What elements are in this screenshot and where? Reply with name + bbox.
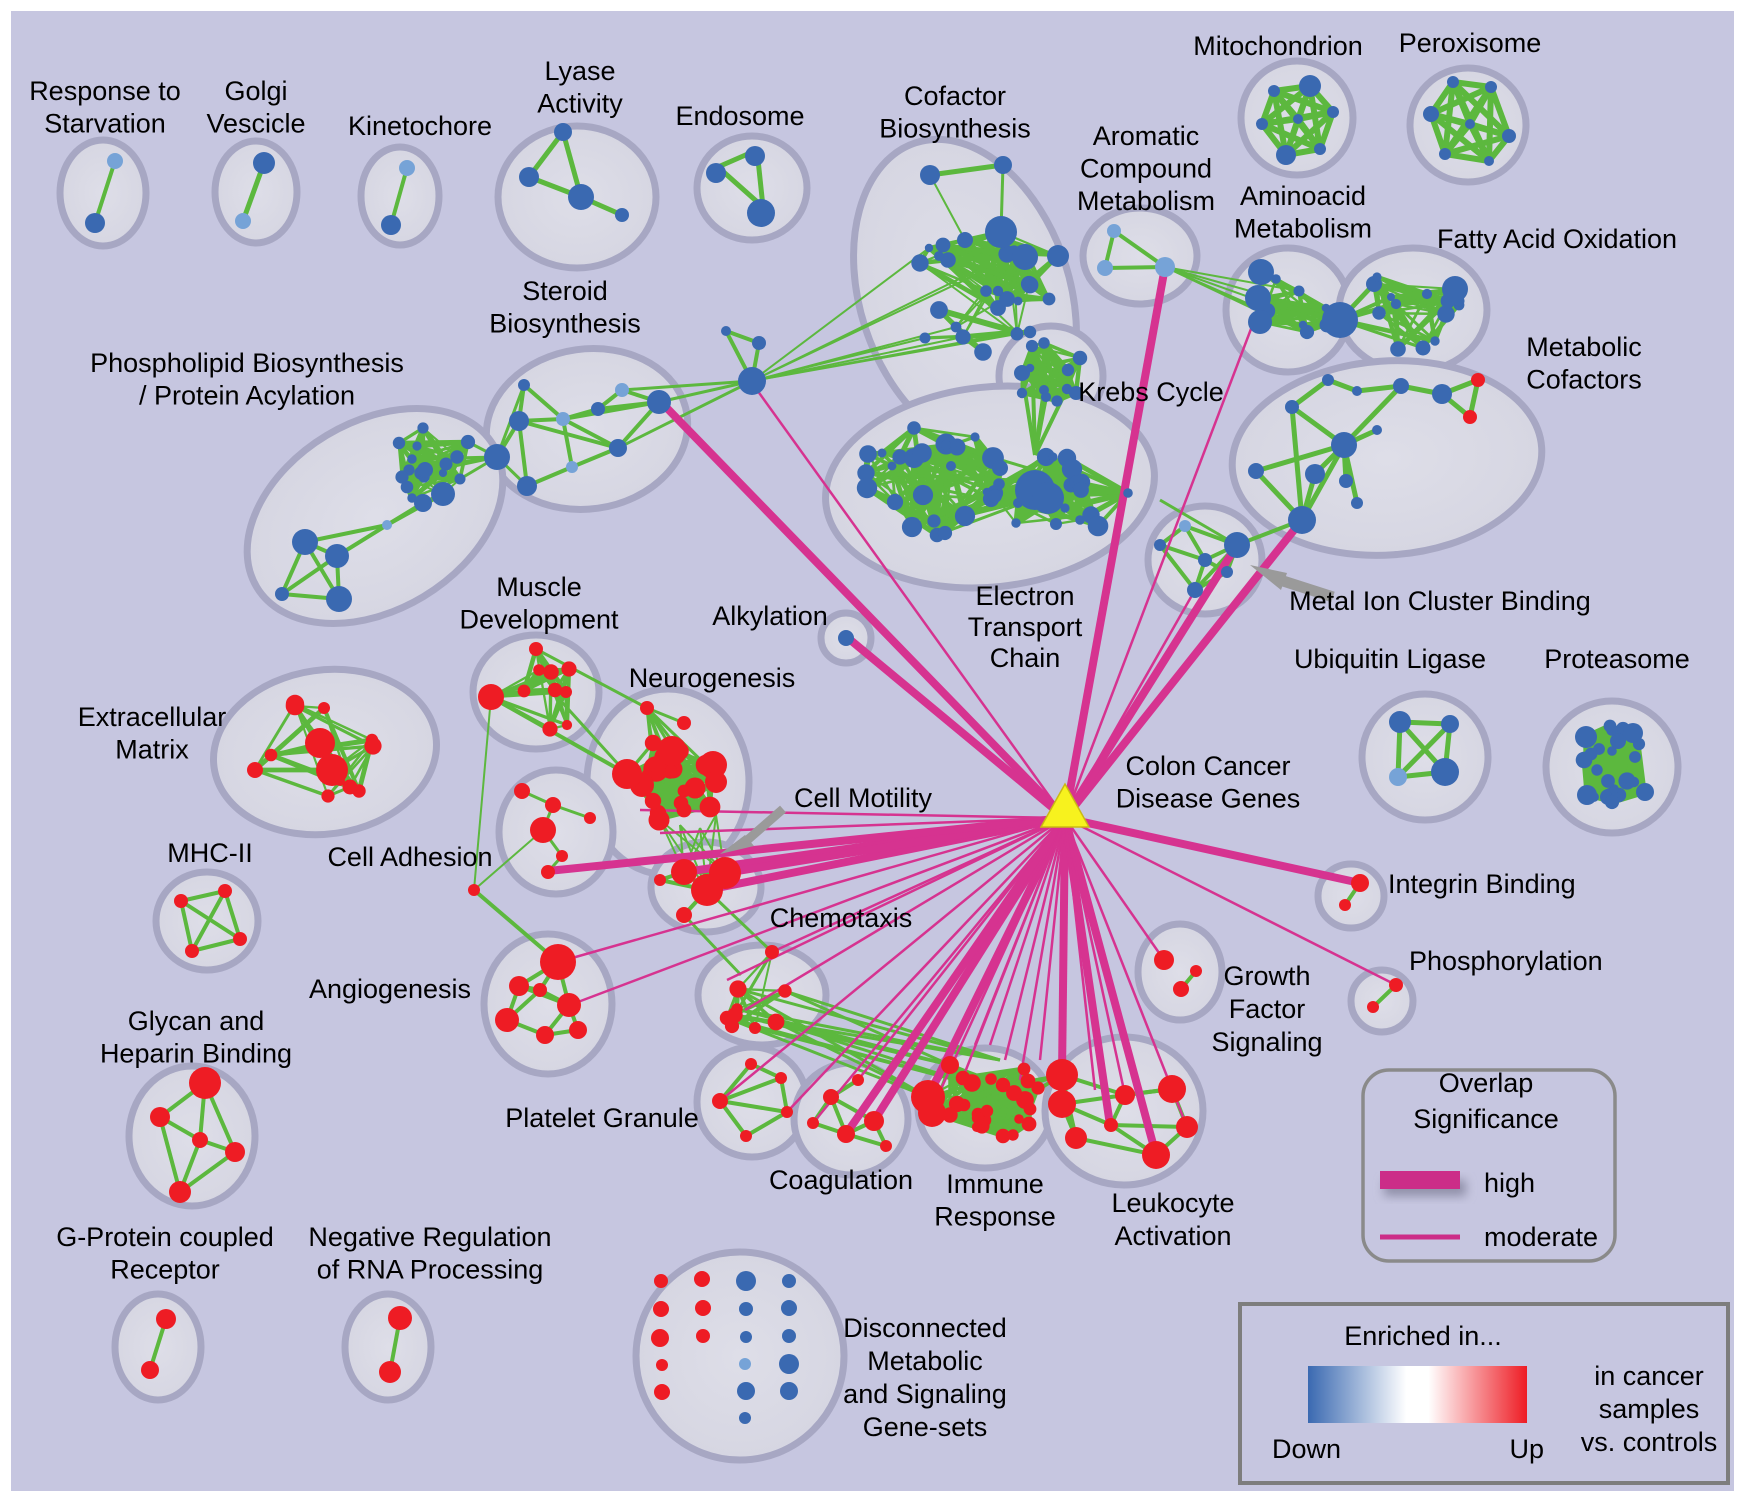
svg-text:Up: Up <box>1509 1434 1544 1464</box>
svg-text:Starvation: Starvation <box>44 109 166 139</box>
svg-text:Cell Adhesion: Cell Adhesion <box>327 842 492 872</box>
svg-text:Immune: Immune <box>946 1169 1044 1199</box>
svg-text:Electron: Electron <box>975 581 1074 611</box>
svg-text:Down: Down <box>1272 1434 1341 1464</box>
svg-text:Steroid: Steroid <box>522 276 608 306</box>
svg-text:Biosynthesis: Biosynthesis <box>489 309 641 339</box>
svg-text:/ Protein Acylation: / Protein Acylation <box>139 381 355 411</box>
svg-text:high: high <box>1484 1168 1535 1198</box>
svg-text:moderate: moderate <box>1484 1222 1598 1252</box>
svg-text:Colon Cancer: Colon Cancer <box>1125 751 1290 781</box>
svg-text:Activation: Activation <box>1114 1221 1231 1251</box>
svg-text:Chain: Chain <box>990 643 1061 673</box>
svg-text:Golgi: Golgi <box>224 76 287 106</box>
svg-text:Vescicle: Vescicle <box>206 109 305 139</box>
svg-text:Ubiquitin Ligase: Ubiquitin Ligase <box>1294 644 1486 674</box>
svg-text:Response to: Response to <box>29 76 181 106</box>
svg-text:Aromatic: Aromatic <box>1093 121 1200 151</box>
svg-text:Receptor: Receptor <box>110 1255 220 1285</box>
svg-text:Biosynthesis: Biosynthesis <box>879 114 1031 144</box>
svg-text:Metabolism: Metabolism <box>1077 186 1215 216</box>
svg-text:Disconnected: Disconnected <box>843 1313 1007 1343</box>
svg-text:Negative Regulation: Negative Regulation <box>308 1222 551 1252</box>
svg-text:Cofactors: Cofactors <box>1526 365 1642 395</box>
svg-text:Overlap: Overlap <box>1439 1068 1534 1098</box>
svg-text:Significance: Significance <box>1413 1104 1559 1134</box>
svg-text:Platelet Granule: Platelet Granule <box>505 1103 699 1133</box>
svg-text:Angiogenesis: Angiogenesis <box>309 974 471 1004</box>
svg-text:Metabolic: Metabolic <box>867 1346 983 1376</box>
svg-text:Response: Response <box>934 1202 1056 1232</box>
svg-text:Krebs Cycle: Krebs Cycle <box>1078 377 1224 407</box>
svg-text:Cell Motility: Cell Motility <box>794 783 933 813</box>
svg-text:Matrix: Matrix <box>115 735 189 765</box>
svg-text:Gene-sets: Gene-sets <box>863 1412 988 1442</box>
svg-text:in cancer: in cancer <box>1594 1361 1704 1391</box>
svg-text:Activity: Activity <box>537 89 623 119</box>
svg-text:Cofactor: Cofactor <box>904 81 1006 111</box>
svg-text:Chemotaxis: Chemotaxis <box>770 903 913 933</box>
svg-text:and Signaling: and Signaling <box>843 1379 1007 1409</box>
svg-text:Metal Ion Cluster Binding: Metal Ion Cluster Binding <box>1289 586 1591 616</box>
svg-text:vs. controls: vs. controls <box>1581 1427 1718 1457</box>
svg-text:Peroxisome: Peroxisome <box>1399 28 1542 58</box>
svg-text:Kinetochore: Kinetochore <box>348 111 492 141</box>
svg-text:Growth: Growth <box>1223 961 1310 991</box>
svg-text:Aminoacid: Aminoacid <box>1240 181 1366 211</box>
svg-text:Proteasome: Proteasome <box>1544 644 1690 674</box>
svg-text:of RNA Processing: of RNA Processing <box>317 1255 544 1285</box>
svg-text:Integrin Binding: Integrin Binding <box>1388 869 1576 899</box>
svg-text:Neurogenesis: Neurogenesis <box>629 663 796 693</box>
svg-text:samples: samples <box>1599 1394 1700 1424</box>
svg-text:Endosome: Endosome <box>675 101 804 131</box>
svg-text:Phosphorylation: Phosphorylation <box>1409 946 1603 976</box>
svg-text:Mitochondrion: Mitochondrion <box>1193 31 1363 61</box>
svg-text:G-Protein coupled: G-Protein coupled <box>56 1222 274 1252</box>
svg-text:Factor: Factor <box>1229 994 1306 1024</box>
svg-text:Phospholipid Biosynthesis: Phospholipid Biosynthesis <box>90 348 404 378</box>
svg-text:Heparin Binding: Heparin Binding <box>100 1039 292 1069</box>
svg-text:Metabolic: Metabolic <box>1526 332 1642 362</box>
svg-text:Extracellular: Extracellular <box>78 702 227 732</box>
svg-text:Compound: Compound <box>1080 154 1212 184</box>
svg-text:Alkylation: Alkylation <box>712 601 828 631</box>
svg-text:Transport: Transport <box>968 612 1083 642</box>
svg-text:Lyase: Lyase <box>544 56 615 86</box>
svg-text:Muscle: Muscle <box>496 572 582 602</box>
svg-text:MHC-II: MHC-II <box>167 838 252 868</box>
svg-text:Coagulation: Coagulation <box>769 1165 913 1195</box>
svg-text:Fatty Acid Oxidation: Fatty Acid Oxidation <box>1437 224 1677 254</box>
svg-text:Enriched in...: Enriched in... <box>1344 1321 1502 1351</box>
svg-text:Disease Genes: Disease Genes <box>1116 784 1301 814</box>
svg-text:Glycan and: Glycan and <box>128 1006 265 1036</box>
svg-text:Development: Development <box>459 605 619 635</box>
svg-text:Leukocyte: Leukocyte <box>1111 1188 1234 1218</box>
svg-text:Metabolism: Metabolism <box>1234 214 1372 244</box>
svg-text:Signaling: Signaling <box>1211 1027 1322 1057</box>
